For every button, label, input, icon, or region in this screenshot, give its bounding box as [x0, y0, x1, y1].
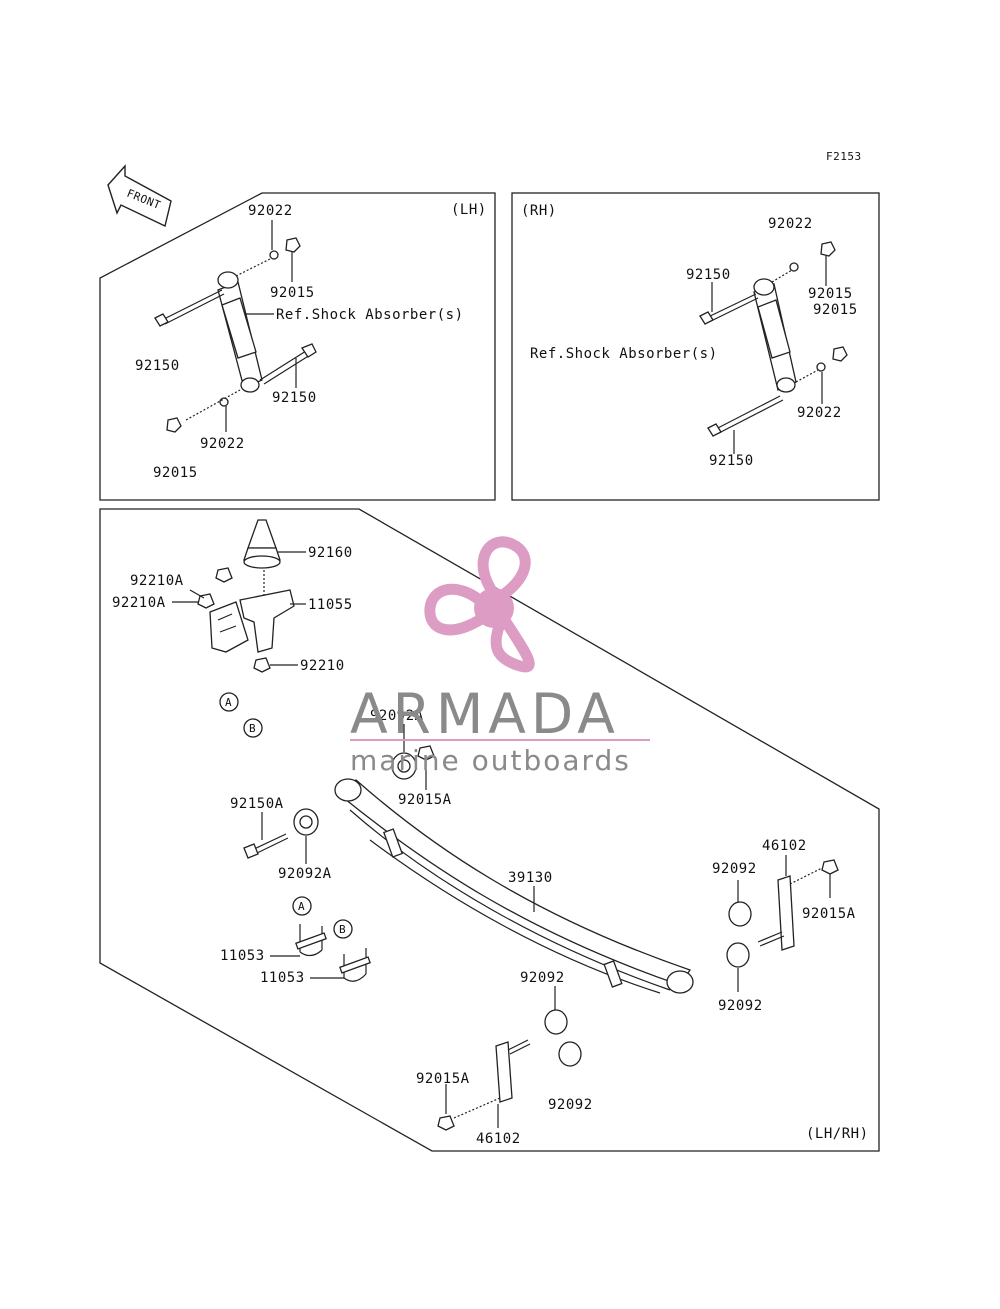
spring-label-13: 46102 — [762, 838, 807, 854]
spring-label-10: 92150A — [230, 796, 284, 812]
bump-stop — [243, 519, 281, 569]
spring-label-4: 11055 — [308, 597, 353, 613]
propeller-logo-icon — [424, 536, 535, 673]
spring-label-5: 92210 — [300, 658, 345, 674]
watermark-name: ARMADA — [350, 682, 620, 746]
lh-upper-nut — [285, 237, 301, 253]
rh-label-2: 92150 — [686, 267, 731, 283]
lh-upper-bolt — [154, 289, 225, 327]
lh-lower-washer — [219, 397, 229, 407]
rear-bushing-upper-left — [544, 1009, 568, 1035]
front-arrow-icon: FRONT — [107, 164, 172, 228]
rh-shock-panel: (RH) 92022 92150 92015 92015 — [511, 192, 880, 501]
lh-label-3: 92150 — [135, 358, 180, 374]
spring-label-9: 92015A — [398, 792, 452, 808]
spring-label-3: 92210A — [112, 595, 166, 611]
spring-bracket — [209, 589, 295, 653]
figure-code: F2153 — [826, 150, 862, 163]
spring-label-1: 92160 — [308, 545, 353, 561]
lh-ref-text: Ref.Shock Absorber(s) — [276, 307, 464, 323]
rh-upper-bolt — [699, 293, 759, 325]
spring-label-16: 92092 — [718, 998, 763, 1014]
spring-label-18: B — [339, 923, 346, 936]
leaf-spring-panel: (LH/RH) — [99, 508, 880, 1152]
rh-label-3: 92015 — [808, 286, 853, 302]
rear-shackle-left — [495, 1039, 531, 1103]
bracket-nut-1 — [215, 567, 233, 583]
propeller-hub-icon — [474, 588, 514, 628]
spring-label-23: 46102 — [476, 1131, 521, 1147]
spring-label-22: 92015A — [416, 1071, 470, 1087]
rear-bushing-lower-right — [726, 942, 750, 968]
rh-label-1: 92022 — [768, 216, 813, 232]
lh-label-5: 92022 — [200, 436, 245, 452]
rh-lower-bolt — [707, 395, 784, 437]
rear-nut-right — [821, 859, 839, 875]
lh-upper-washer — [269, 250, 279, 260]
spring-label-12: 39130 — [508, 870, 553, 886]
front-nut — [417, 745, 435, 761]
front-bushing-bottom — [293, 808, 319, 836]
front-spring-bolt — [243, 833, 289, 859]
ref-circle-a-top — [219, 692, 239, 712]
lh-shock-panel: (LH) 920 — [99, 192, 496, 501]
leaf-spring — [334, 778, 694, 994]
ref-circle-b-top — [243, 718, 263, 738]
lh-lower-bolt — [259, 343, 317, 385]
spring-label-17: A — [298, 900, 305, 913]
rh-shock-absorber — [753, 278, 797, 393]
rear-shackle-right — [757, 875, 795, 951]
spring-label-8: 92092A — [370, 708, 424, 724]
lh-label-6: 92015 — [153, 465, 198, 481]
spring-side-label: (LH/RH) — [806, 1126, 869, 1142]
rh-label-4: 92015 — [813, 302, 858, 318]
spring-label-2: 92210A — [130, 573, 184, 589]
bracket-nut-3 — [253, 657, 271, 673]
spring-label-19: 11053 — [220, 948, 265, 964]
u-bolt-a — [295, 924, 327, 957]
front-bushing-top — [391, 752, 417, 780]
rear-nut-left — [437, 1115, 455, 1131]
spring-label-7: B — [249, 722, 256, 735]
spring-label-15: 92015A — [802, 906, 856, 922]
lh-label-1: 92022 — [248, 203, 293, 219]
rh-upper-nut — [820, 241, 836, 257]
rh-ref-text: Ref.Shock Absorber(s) — [530, 346, 718, 362]
spring-label-6: A — [225, 696, 232, 709]
lh-lower-nut — [166, 417, 182, 433]
rh-label-6: 92150 — [709, 453, 754, 469]
lh-side-label: (LH) — [451, 202, 487, 218]
spring-label-14: 92092 — [712, 861, 757, 877]
lh-label-4: 92150 — [272, 390, 317, 406]
u-bolt-b — [339, 948, 371, 982]
spring-label-21: 92092 — [520, 970, 565, 986]
rh-label-5: 92022 — [797, 405, 842, 421]
rear-bushing-upper-right — [728, 901, 752, 927]
armada-watermark: ARMADA marine outboards — [350, 536, 650, 777]
rh-lower-nut — [832, 346, 848, 362]
spring-label-20: 11053 — [260, 970, 305, 986]
ref-circle-b-bottom — [333, 919, 353, 939]
rear-bushing-lower-left — [558, 1041, 582, 1067]
rh-upper-washer — [789, 262, 799, 272]
spring-label-11: 92092A — [278, 866, 332, 882]
rh-side-label: (RH) — [521, 203, 557, 219]
watermark-tagline: marine outboards — [350, 744, 631, 777]
rh-lower-washer — [816, 362, 826, 372]
lh-shock-absorber — [217, 271, 263, 393]
lh-label-2: 92015 — [270, 285, 315, 301]
ref-circle-a-bottom — [292, 896, 312, 916]
spring-label-24: 92092 — [548, 1097, 593, 1113]
